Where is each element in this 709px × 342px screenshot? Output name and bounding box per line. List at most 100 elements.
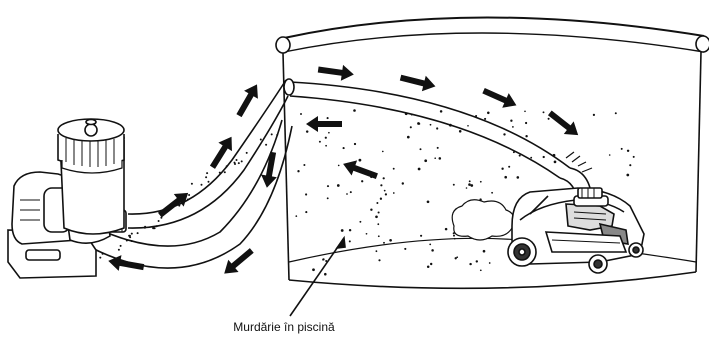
hose-dirt-particle	[99, 257, 101, 259]
dirt-particle	[517, 176, 520, 179]
pool-hose	[284, 79, 592, 204]
dirt-particle	[402, 182, 404, 184]
caption-pointer	[290, 238, 345, 316]
dirt-particle	[337, 184, 340, 187]
dirt-particle	[349, 229, 351, 231]
hose-dirt-particle	[224, 171, 226, 173]
dirt-particle	[543, 156, 545, 158]
dirt-particle	[370, 209, 372, 211]
flow-arrow-icon	[306, 116, 342, 132]
dirt-particle	[376, 202, 378, 204]
hose-dirt	[99, 133, 278, 258]
hose-dirt-particle	[260, 139, 262, 141]
dirt-particle	[468, 183, 471, 186]
dirt-particle	[434, 157, 436, 159]
hose-dirt-particle	[241, 160, 243, 162]
dirt-particle	[437, 147, 439, 149]
dirt-particle	[508, 166, 510, 168]
flow-arrow-icon	[480, 83, 519, 112]
dirt-particle	[377, 223, 379, 225]
dirt-particle	[480, 269, 482, 271]
dirt-particle	[627, 150, 629, 152]
hose-dirt-particle	[238, 162, 240, 164]
hose-dirt-particle	[128, 235, 130, 237]
dirt-particle	[491, 192, 493, 194]
hose-dirt-particle	[201, 184, 203, 186]
dirt-particle	[385, 193, 387, 195]
dirt-particle	[436, 127, 438, 129]
hose-dirt-particle	[205, 176, 207, 178]
dirt-particle	[615, 112, 617, 114]
dirt-particle	[525, 135, 527, 137]
dirt-particle	[429, 244, 431, 246]
pool-cleaner-robot-icon	[452, 188, 644, 273]
dirt-particle	[380, 198, 382, 200]
dirt-particle	[378, 259, 380, 261]
hose-dirt-particle	[131, 240, 133, 242]
dirt-particle	[469, 263, 471, 265]
dirt-particle	[327, 185, 329, 187]
dirt-particle	[303, 164, 305, 166]
hose-dirt-particle	[236, 159, 238, 161]
hose-dirt-particle	[156, 225, 158, 227]
dirt-particle	[593, 114, 595, 116]
hose-dirt-particle	[191, 183, 193, 185]
dirt-particle	[530, 157, 532, 159]
dirt-particle	[393, 168, 395, 170]
dirt-particle	[427, 200, 430, 203]
dirt-particle	[424, 159, 427, 162]
dirt-particle	[325, 145, 327, 147]
dirt-particle	[439, 157, 442, 160]
hose-dirt-particle	[118, 249, 120, 251]
flow-arrow-icon	[232, 80, 264, 119]
dirt-particle	[295, 215, 297, 217]
dirt-particle	[469, 180, 471, 182]
dirt-particle	[467, 125, 469, 127]
dirt-particle	[489, 262, 491, 264]
dirt-particle	[341, 229, 344, 232]
dirt-particle	[393, 192, 395, 194]
hose-dirt-particle	[234, 162, 236, 164]
dirt-particle	[297, 170, 299, 172]
dirt-particle	[343, 147, 345, 149]
flow-arrow-icon	[206, 132, 239, 171]
dirt-particle	[306, 130, 308, 132]
flow-arrow-icon	[219, 244, 257, 279]
dirt-particle	[359, 159, 362, 162]
hose-dirt-particle	[246, 152, 248, 154]
dirt-particle	[525, 122, 527, 124]
dirt-particle	[404, 248, 406, 250]
dirt-particle	[503, 133, 505, 135]
dirt-particle	[349, 240, 351, 242]
dirt-particle	[483, 250, 486, 253]
dirt-particle	[626, 174, 629, 177]
dirt-particle	[440, 110, 443, 113]
dirt-particle	[543, 111, 545, 113]
hose-dirt-particle	[178, 205, 180, 207]
flow-arrow-icon	[545, 107, 583, 142]
dirt-particle	[427, 266, 430, 269]
dirt-particle	[554, 161, 557, 164]
flow-arrow-icon	[317, 62, 355, 83]
dirt-particle	[453, 184, 455, 186]
dirt-particle	[453, 235, 455, 237]
dirt-particle	[466, 187, 468, 189]
hose-dirt-particle	[219, 172, 221, 174]
dirt-particle	[375, 215, 378, 218]
dirt-particle	[459, 130, 462, 133]
hose-dirt-particle	[152, 227, 154, 229]
dirt-particle	[378, 211, 380, 213]
dirt-particle	[454, 238, 456, 240]
hose-dirt-particle	[206, 172, 208, 174]
hose-dirt-particle	[158, 220, 160, 222]
dirt-particle	[312, 268, 315, 271]
dirt-particle	[384, 190, 386, 192]
dirt-particle	[548, 118, 550, 120]
flow-arrow-icon	[259, 151, 281, 189]
dirt-particle	[629, 164, 631, 166]
dirt-particle	[366, 233, 368, 235]
dirt-particle	[524, 110, 526, 112]
dirt-particle	[305, 211, 307, 213]
dirt-particle	[430, 263, 432, 265]
